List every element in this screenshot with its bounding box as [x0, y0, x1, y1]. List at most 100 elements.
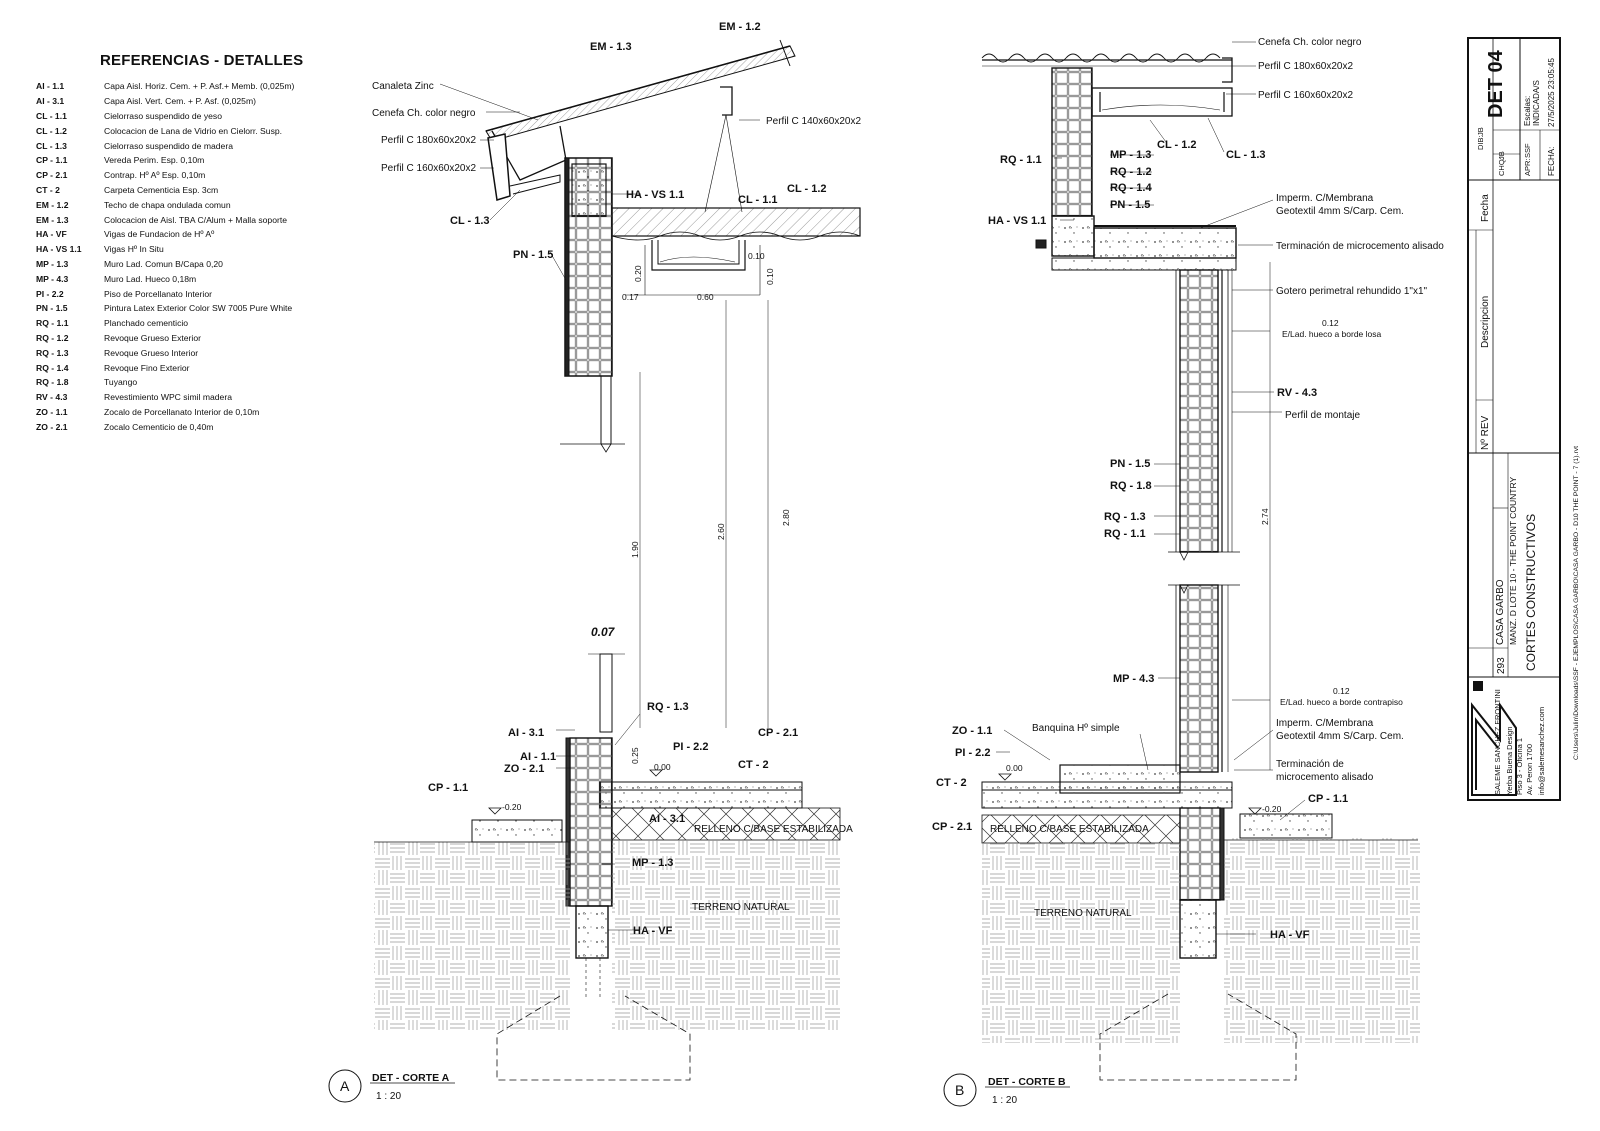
label-a-pi22: PI - 2.2 [673, 741, 708, 753]
label-b-cl13: CL - 1.3 [1226, 149, 1266, 161]
dim-a-190: 1.90 [630, 541, 640, 558]
project-lot: MANZ. D LOTE 10 - THE POINT COUNTRY [1508, 477, 1518, 645]
section-b-labels: Cenefa Ch. color negro Perfil C 180x60x2… [932, 37, 1444, 1106]
reference-code: PI - 2.2 [36, 288, 64, 299]
reference-description: Vigas de Fundacion de Hº Aº [104, 229, 215, 240]
label-b-cp21: CP - 2.1 [932, 821, 972, 833]
label-b-pn15-bot: PN - 1.5 [1110, 458, 1150, 470]
dim-a-280: 2.80 [781, 509, 791, 526]
label-a-em13: EM - 1.3 [590, 41, 632, 53]
level-a-020: -0.20 [502, 802, 522, 812]
label-b-rq12: RQ - 1.2 [1110, 166, 1152, 178]
label-b-ct2: CT - 2 [936, 777, 967, 789]
section-b-scale: 1 : 20 [992, 1095, 1017, 1106]
dim-a-025: 0.25 [630, 747, 640, 764]
label-b-relleno: RELLENO C/BASE ESTABILIZADA [990, 824, 1149, 835]
label-a-ai31-top: AI - 3.1 [508, 727, 544, 739]
firm-logo [1471, 681, 1517, 796]
label-b-perfil160: Perfil C 160x60x20x2 [1258, 90, 1353, 101]
label-a-ct2: CT - 2 [738, 759, 769, 771]
firm-addr1: Yerba Buena Design [1505, 726, 1514, 795]
label-b-elad1: E/Lad. hueco a borde losa [1282, 329, 1382, 339]
reference-code: AI - 1.1 [36, 81, 65, 92]
title-block: DET 04 Escalas: INDICADA/S FECHA: 27/5/2… [1467, 37, 1580, 801]
reference-row: RQ - 1.1 Planchado cementicio [36, 316, 336, 331]
dim-a-010b: 0.10 [765, 268, 775, 285]
label-a-perfil160: Perfil C 160x60x20x2 [381, 163, 476, 174]
label-a-cl13: CL - 1.3 [450, 215, 490, 227]
label-a-mp13: MP - 1.3 [632, 857, 673, 869]
firm-addr2: Piso 3 - Oficina 1 [1515, 738, 1524, 795]
reference-description: Planchado cementicio [104, 318, 189, 329]
dim-a-020: 0.20 [633, 265, 643, 282]
label-b-rq11-top: RQ - 1.1 [1000, 154, 1042, 166]
reference-description: Tuyango [104, 377, 138, 388]
col-descripcion: Descripcion [1480, 296, 1491, 348]
label-b-zo11: ZO - 1.1 [952, 725, 992, 737]
references-title: REFERENCIAS - DETALLES [100, 52, 304, 69]
label-a-ai31-bot: AI - 3.1 [649, 813, 685, 825]
label-b-terreno: TERRENO NATURAL [1034, 908, 1132, 919]
label-a-cp11: CP - 1.1 [428, 782, 468, 794]
level-b-020: -0.20 [1262, 804, 1282, 814]
label-b-cenefa: Cenefa Ch. color negro [1258, 37, 1362, 48]
reference-row: AI - 1.1 Capa Aisl. Horiz. Cem. + P. Asf.… [36, 79, 336, 94]
reference-code: RQ - 1.1 [36, 318, 69, 329]
label-b-termin2b: microcemento alisado [1276, 772, 1374, 783]
sheet-number: 293 [1496, 657, 1507, 674]
label-b-imperm1: Imperm. C/Membrana [1276, 193, 1374, 204]
reference-description: Muro Lad. Comun B/Capa 0,20 [104, 258, 223, 269]
reference-row: CL - 1.2 Colocacion de Lana de Vidrio en … [36, 123, 336, 138]
reference-code: CL - 1.1 [36, 110, 67, 121]
reference-code: CP - 1.1 [36, 155, 68, 166]
reference-description: Muro Lad. Hueco 0,18m [104, 273, 197, 284]
dim-b-274: 2.74 [1260, 508, 1270, 525]
section-b-drawing [943, 41, 1420, 1107]
dim-a-017: 0.17 [622, 292, 639, 302]
section-a-labels: EM - 1.3 EM - 1.2 Canaleta Zinc Cenefa C… [340, 21, 861, 1102]
reference-description: Colocacion de Lana de Vidrio en Cielorr.… [104, 125, 283, 136]
reference-description: Revoque Fino Exterior [104, 362, 190, 373]
reference-description: Contrap. Hº Aº Esp. 0,10m [104, 170, 206, 181]
project-name: CASA GARBO [1495, 579, 1506, 645]
label-b-perfil-montaje: Perfil de montaje [1285, 410, 1360, 421]
reference-description: Capa Aisl. Horiz. Cem. + P. Asf.+ Memb. … [104, 81, 295, 92]
chq-value: JB [1497, 151, 1506, 160]
label-a-pn15: PN - 1.5 [513, 249, 553, 261]
reference-description: Revoque Grueso Interior [104, 347, 199, 358]
reference-description: Colocacion de Aisl. TBA C/Alum + Malla s… [104, 214, 288, 225]
dib-value: JB [1476, 127, 1485, 136]
label-a-rq13: RQ - 1.3 [647, 701, 689, 713]
label-b-havf: HA - VF [1270, 929, 1310, 941]
reference-description: Revoque Grueso Exterior [104, 332, 201, 343]
label-b-geotextil2: Geotextil 4mm S/Carp. Cem. [1276, 731, 1404, 742]
reference-code: CL - 1.2 [36, 125, 67, 136]
reference-code: CT - 2 [36, 184, 60, 195]
label-b-elad2: E/Lad. hueco a borde contrapiso [1280, 697, 1403, 707]
section-b-marker: B [955, 1082, 964, 1098]
dib-label: DIB: [1476, 135, 1485, 150]
reference-description: Vereda Perim. Esp. 0,10m [104, 155, 205, 166]
label-a-cenefa: Cenefa Ch. color negro [372, 108, 476, 119]
reference-code: CL - 1.3 [36, 140, 67, 151]
reference-code: PN - 1.5 [36, 303, 68, 314]
label-a-zo21: ZO - 2.1 [504, 763, 544, 775]
level-b-000: 0.00 [1006, 763, 1023, 773]
firm-email: info@salemesanchez.com [1537, 707, 1546, 795]
label-a-havf: HA - VF [633, 925, 673, 937]
dim-a-010a: 0.10 [748, 251, 765, 261]
label-b-rq11-bot: RQ - 1.1 [1104, 528, 1146, 540]
reference-code: RQ - 1.4 [36, 362, 69, 373]
